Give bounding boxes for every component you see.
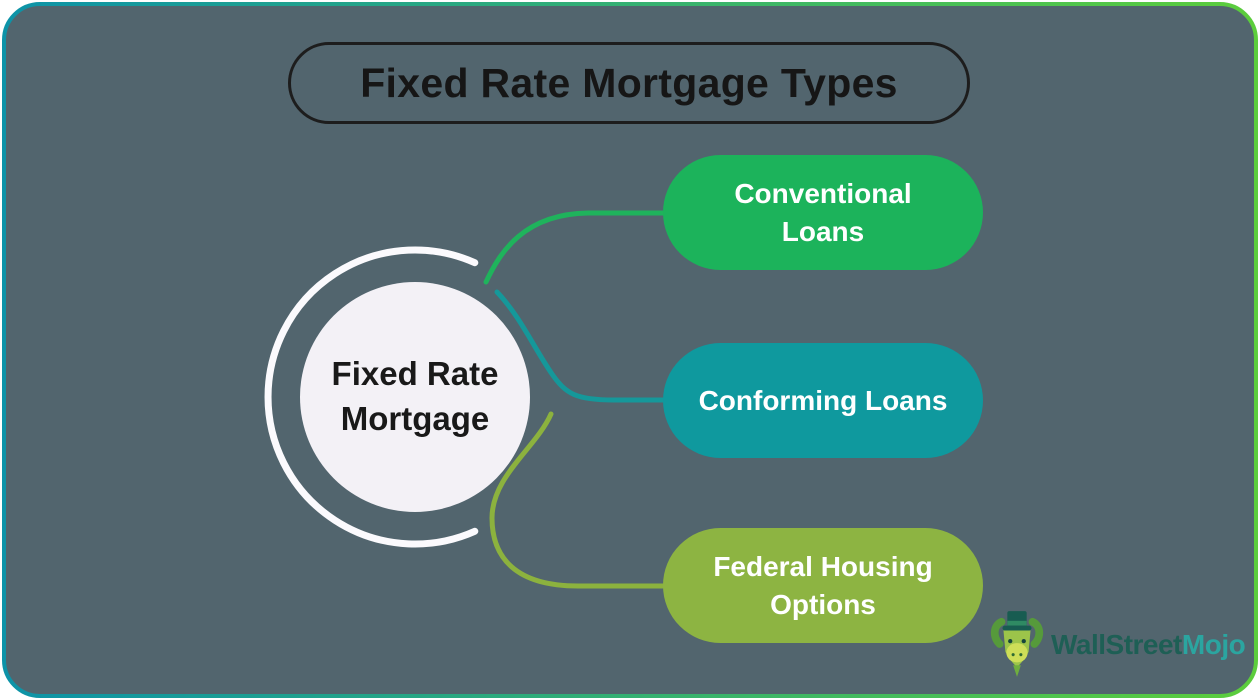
center-node: Fixed Rate Mortgage xyxy=(300,282,530,512)
page-title: Fixed Rate Mortgage Types xyxy=(360,59,898,106)
brand-name-mojo: Mojo xyxy=(1181,629,1246,660)
branch-pill-federal-housing-options: Federal Housing Options xyxy=(663,528,983,643)
center-ring-arc xyxy=(264,246,479,548)
brand-name-wallstreet: WallStreet xyxy=(1051,629,1182,660)
connector-conforming-loans xyxy=(494,289,675,403)
branch-label: Federal Housing Options xyxy=(713,550,933,620)
wallstreetmojo-logo: WallStreetMojo xyxy=(988,608,1246,682)
branch-label: Conventional Loans xyxy=(734,177,912,247)
branch-pill-conforming-loans: Conforming Loans xyxy=(663,343,983,458)
center-node-label: Fixed Rate Mortgage xyxy=(331,355,499,437)
connector-conventional-loans xyxy=(483,210,675,285)
branch-label: Conforming Loans xyxy=(698,384,948,416)
title-box: Fixed Rate Mortgage Types xyxy=(288,42,970,124)
bull-with-top-hat-icon xyxy=(990,611,1044,677)
branch-pill-conventional-loans: Conventional Loans xyxy=(663,155,983,270)
brand-name: WallStreetMojo xyxy=(1051,629,1246,661)
connector-federal-housing xyxy=(489,411,675,589)
